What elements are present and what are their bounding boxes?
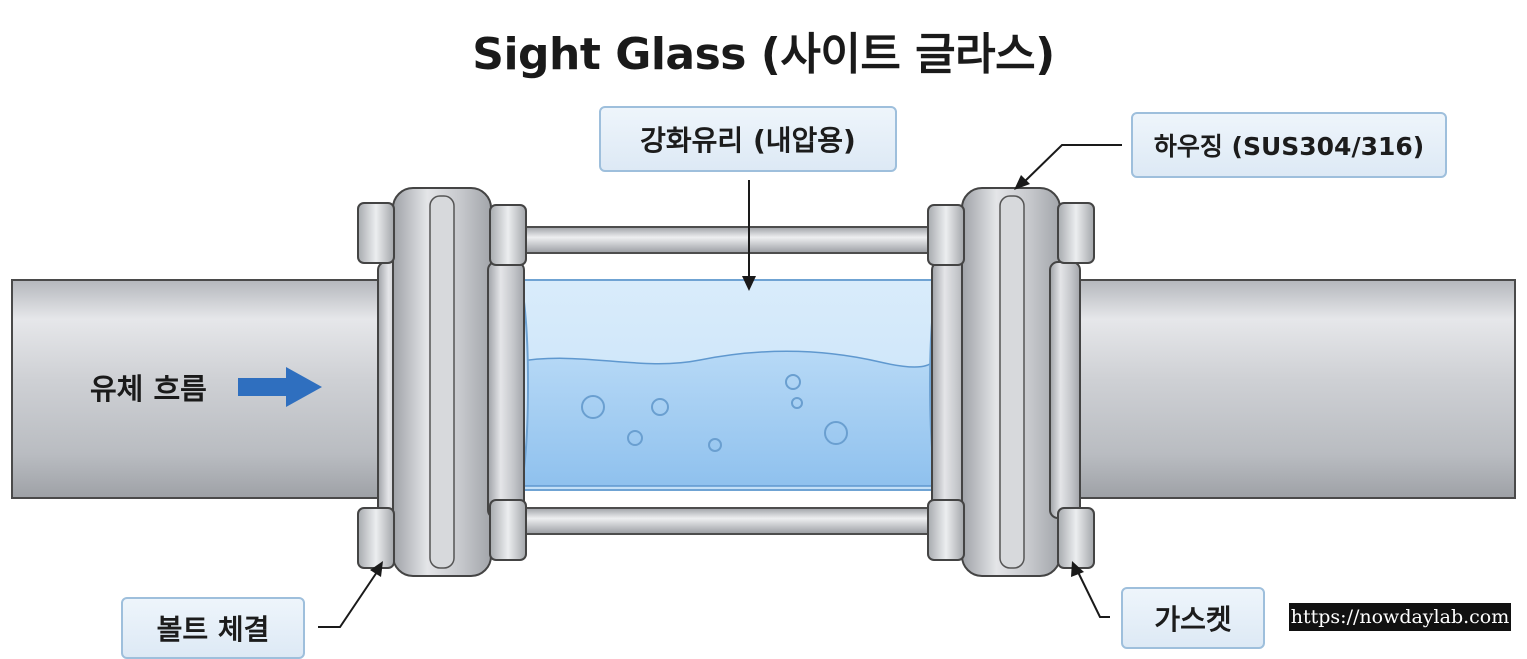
bubble	[581, 395, 605, 419]
tie-rod-bottom	[514, 507, 941, 535]
water-body	[515, 350, 943, 487]
bubble	[824, 421, 848, 445]
tie-rod-top	[514, 226, 941, 254]
nut	[927, 204, 965, 266]
nut	[927, 499, 965, 561]
glass-callout: 강화유리 (내압용)	[599, 106, 897, 172]
outlet-pipe	[1059, 279, 1516, 499]
left-flange	[377, 187, 525, 577]
right-arrow-icon	[238, 367, 322, 407]
housing-callout: 하우징 (SUS304/316)	[1131, 112, 1447, 178]
nut	[1057, 507, 1095, 569]
nut	[489, 204, 527, 266]
right-flange	[931, 187, 1081, 577]
nut	[357, 202, 395, 264]
bolt-callout: 볼트 체결	[121, 597, 305, 659]
bubble	[785, 374, 801, 390]
diagram-title: Sight Glass (사이트 글라스)	[472, 29, 1055, 80]
nut	[1057, 202, 1095, 264]
watermark: https://nowdaylab.com	[1289, 603, 1511, 631]
flow-label: 유체 흐름	[90, 372, 207, 406]
leader-lines	[318, 144, 1122, 628]
glass-cylinder	[507, 279, 951, 491]
bubble	[627, 430, 643, 446]
inlet-pipe	[11, 279, 401, 499]
gasket-callout: 가스켓	[1121, 587, 1265, 649]
bubble	[791, 397, 803, 409]
bubble	[708, 438, 722, 452]
bolt-nuts	[357, 202, 1095, 569]
bubble	[651, 398, 669, 416]
nut	[357, 507, 395, 569]
nut	[489, 499, 527, 561]
